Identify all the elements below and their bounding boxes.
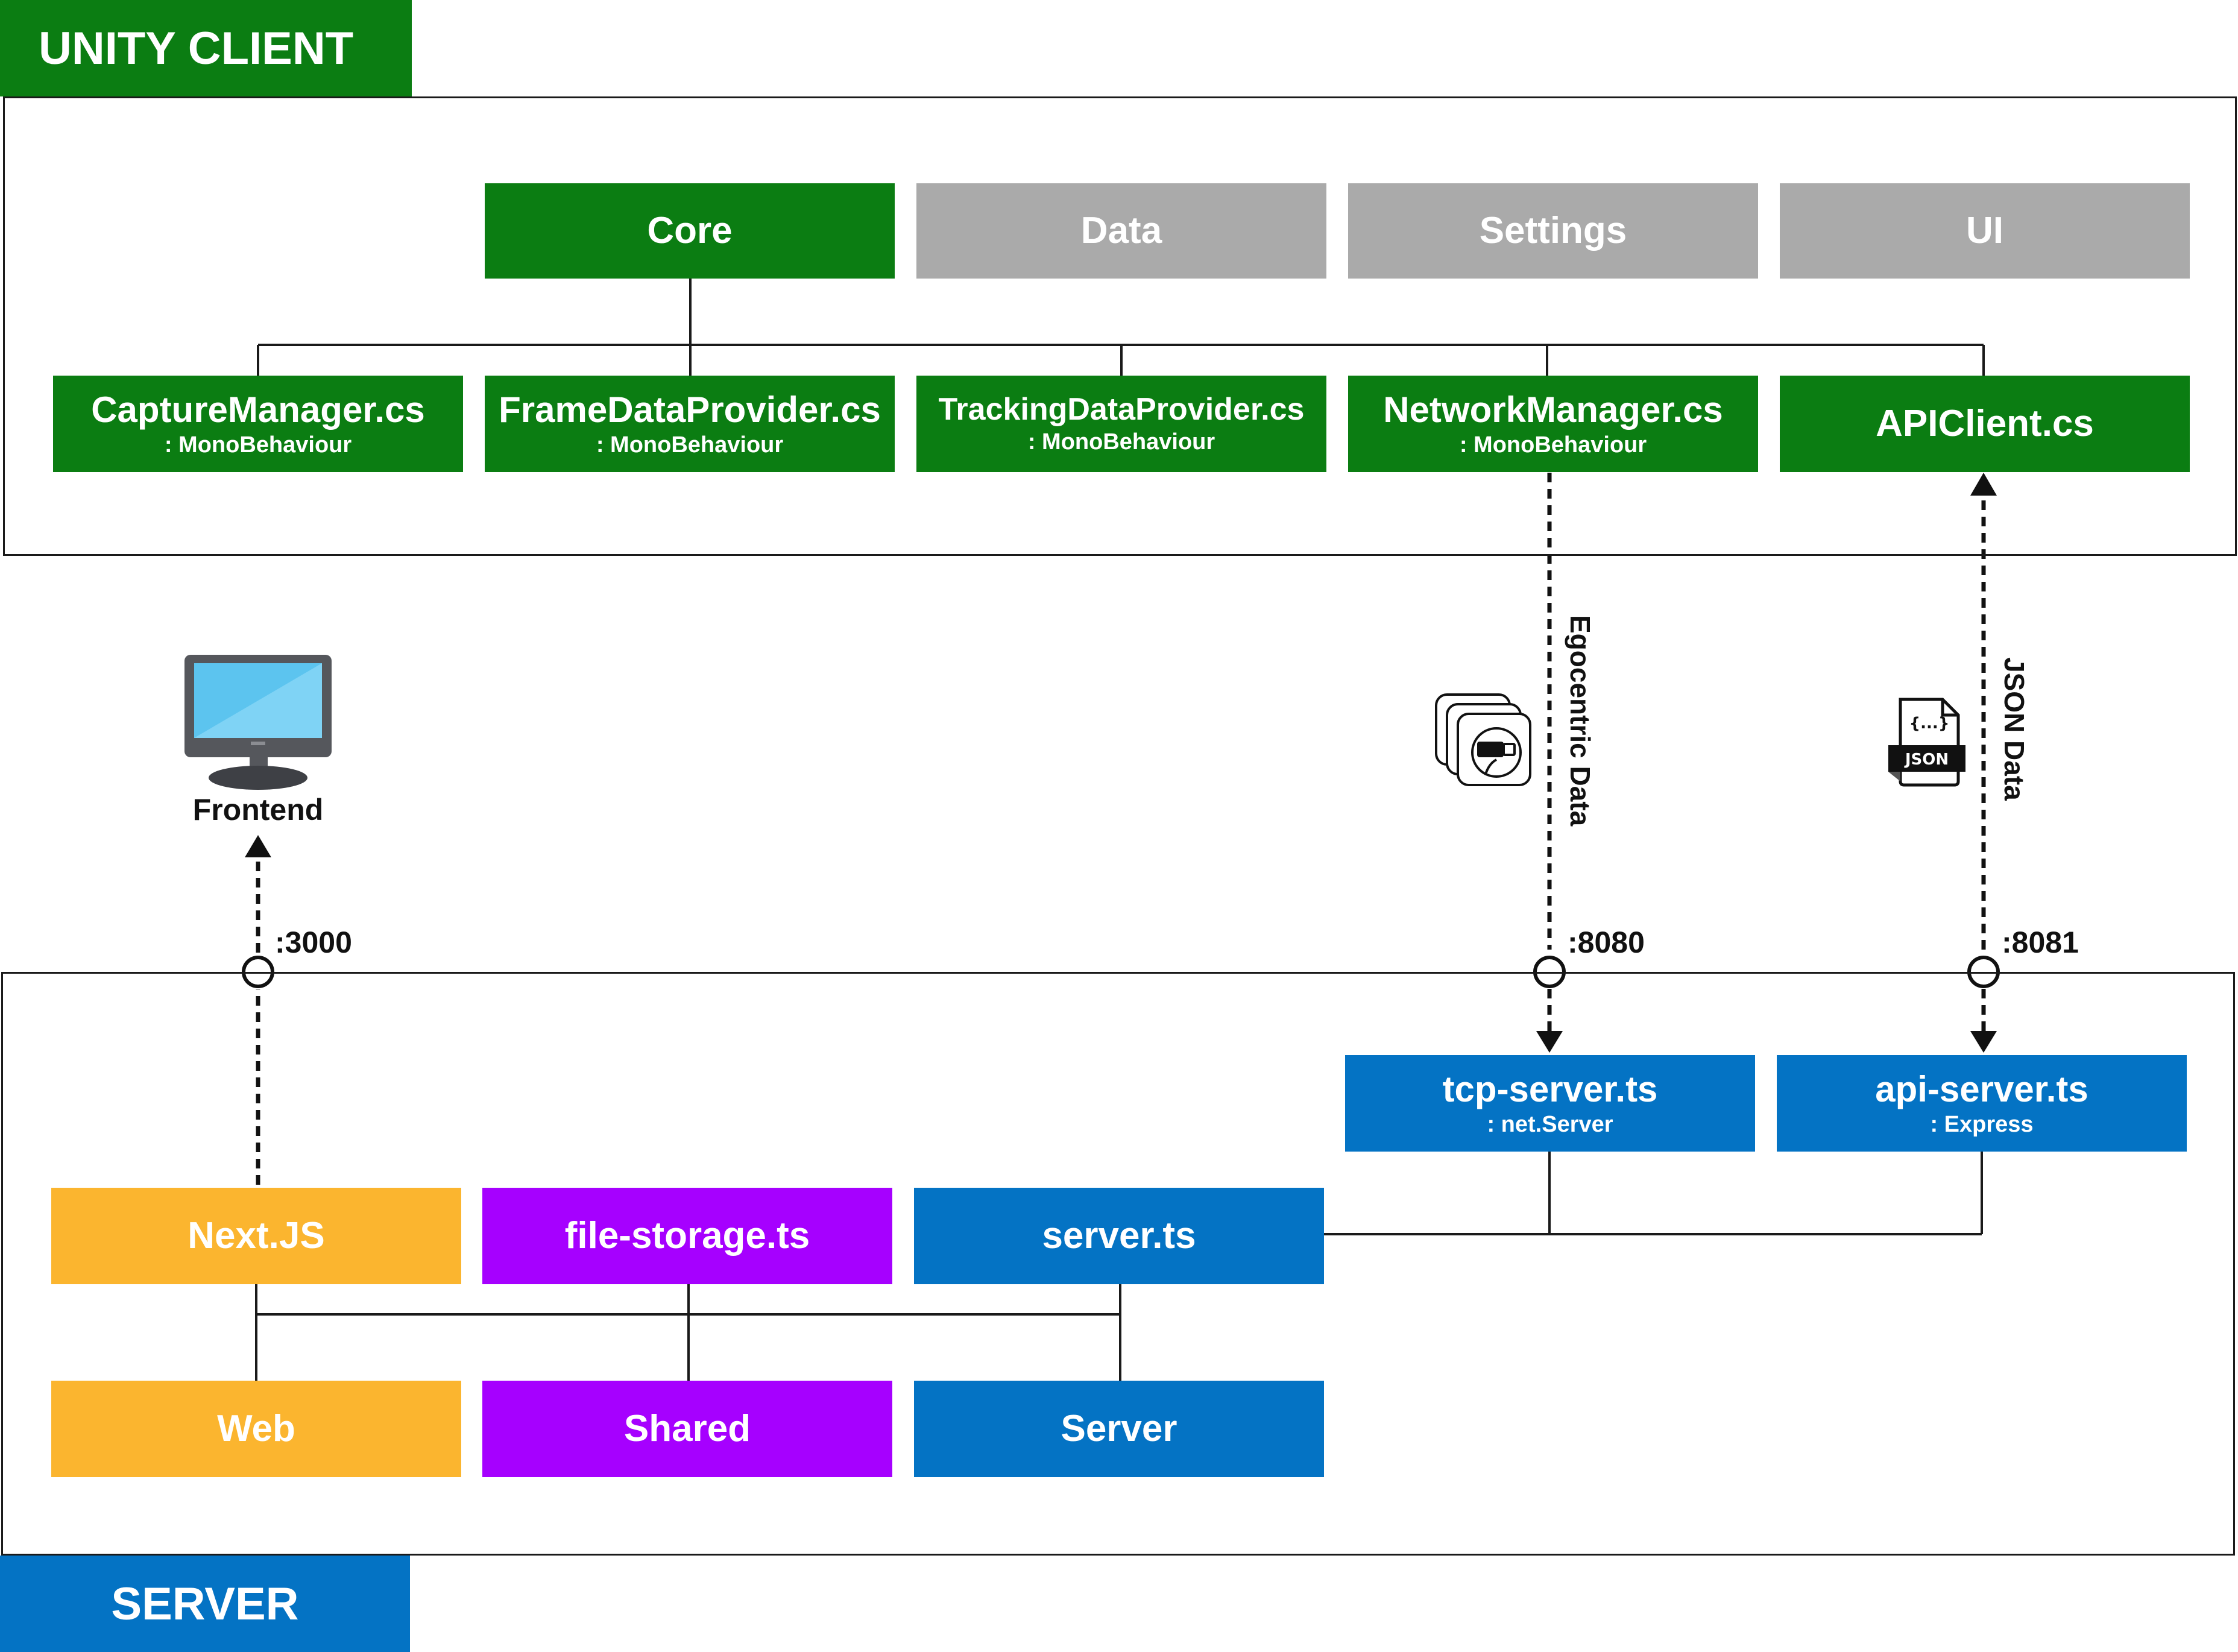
script-base-class: : MonoBehaviour — [1027, 429, 1215, 455]
script-name: FrameDataProvider.cs — [499, 389, 881, 430]
category-core-label: Core — [647, 210, 733, 252]
package-label: Shared — [623, 1408, 751, 1450]
script-base-class: : MonoBehaviour — [164, 432, 352, 458]
server-tag: SERVER — [0, 1556, 410, 1652]
script-capture-manager: CaptureManager.cs : MonoBehaviour — [53, 376, 463, 472]
server-frame — [1, 972, 2235, 1556]
package-label: Web — [217, 1408, 295, 1450]
unity-client-tag: UNITY CLIENT — [0, 0, 412, 96]
category-settings-label: Settings — [1479, 210, 1627, 252]
json-icon-badge: JSON — [1904, 751, 1949, 769]
endpoint-base-class: : Express — [1930, 1111, 2034, 1137]
tcp-arrow-head — [1536, 1031, 1563, 1053]
arrow-heads — [245, 473, 1997, 1053]
module-label: server.ts — [1042, 1215, 1196, 1257]
package-label: Server — [1061, 1408, 1177, 1450]
script-name: TrackingDataProvider.cs — [938, 391, 1305, 427]
module-server: server.ts — [914, 1188, 1324, 1284]
frontend-arrow-head — [245, 835, 271, 857]
module-label: Next.JS — [188, 1215, 325, 1257]
endpoint-name: api-server.ts — [1875, 1068, 2088, 1109]
endpoint-base-class: : net.Server — [1487, 1111, 1613, 1137]
unity-client-frame — [3, 96, 2237, 556]
egocentric-data-label: Egocentric Data — [1565, 615, 1596, 827]
package-shared: Shared — [482, 1381, 892, 1477]
port-8080-label: :8080 — [1568, 925, 1645, 959]
dashed-flows — [256, 473, 1986, 1185]
category-settings: Settings — [1348, 183, 1758, 279]
category-data-label: Data — [1080, 210, 1162, 252]
json-data-label: JSON Data — [1999, 657, 2030, 801]
category-ui: UI — [1780, 183, 2190, 279]
script-api-client: APIClient.cs — [1780, 376, 2190, 472]
script-base-class: : MonoBehaviour — [596, 432, 784, 458]
script-tracking-data-provider: TrackingDataProvider.cs : MonoBehaviour — [916, 376, 1326, 472]
script-base-class: : MonoBehaviour — [1459, 432, 1647, 458]
category-ui-label: UI — [1966, 210, 2003, 252]
endpoint-api-server: api-server.ts : Express — [1777, 1055, 2187, 1152]
vr-frames-icon — [1434, 692, 1533, 789]
endpoint-tcp-server: tcp-server.ts : net.Server — [1345, 1055, 1755, 1152]
script-name: CaptureManager.cs — [91, 389, 425, 430]
module-label: file-storage.ts — [564, 1215, 810, 1257]
json-icon-braces: {...} — [1909, 714, 1950, 733]
script-name: APIClient.cs — [1876, 403, 2094, 445]
apiclient-arrow-head — [1970, 473, 1997, 496]
server-tree-lines — [255, 1152, 1983, 1381]
script-network-manager: NetworkManager.cs : MonoBehaviour — [1348, 376, 1758, 472]
category-data: Data — [916, 183, 1326, 279]
module-nextjs: Next.JS — [51, 1188, 461, 1284]
unity-tree-lines — [257, 279, 1985, 376]
port-8081-label: :8081 — [2002, 925, 2079, 959]
endpoint-name: tcp-server.ts — [1442, 1068, 1658, 1109]
package-web: Web — [51, 1381, 461, 1477]
package-server: Server — [914, 1381, 1324, 1477]
api-arrow-head — [1970, 1031, 1997, 1053]
json-file-icon: {...} JSON — [1886, 697, 1968, 787]
frontend-label: Frontend — [192, 793, 324, 827]
monitor-icon — [181, 651, 335, 796]
script-frame-data-provider: FrameDataProvider.cs : MonoBehaviour — [485, 376, 895, 472]
script-name: NetworkManager.cs — [1383, 389, 1723, 430]
port-3000-label: :3000 — [275, 925, 352, 959]
module-file-storage: file-storage.ts — [482, 1188, 892, 1284]
category-core: Core — [485, 183, 895, 279]
